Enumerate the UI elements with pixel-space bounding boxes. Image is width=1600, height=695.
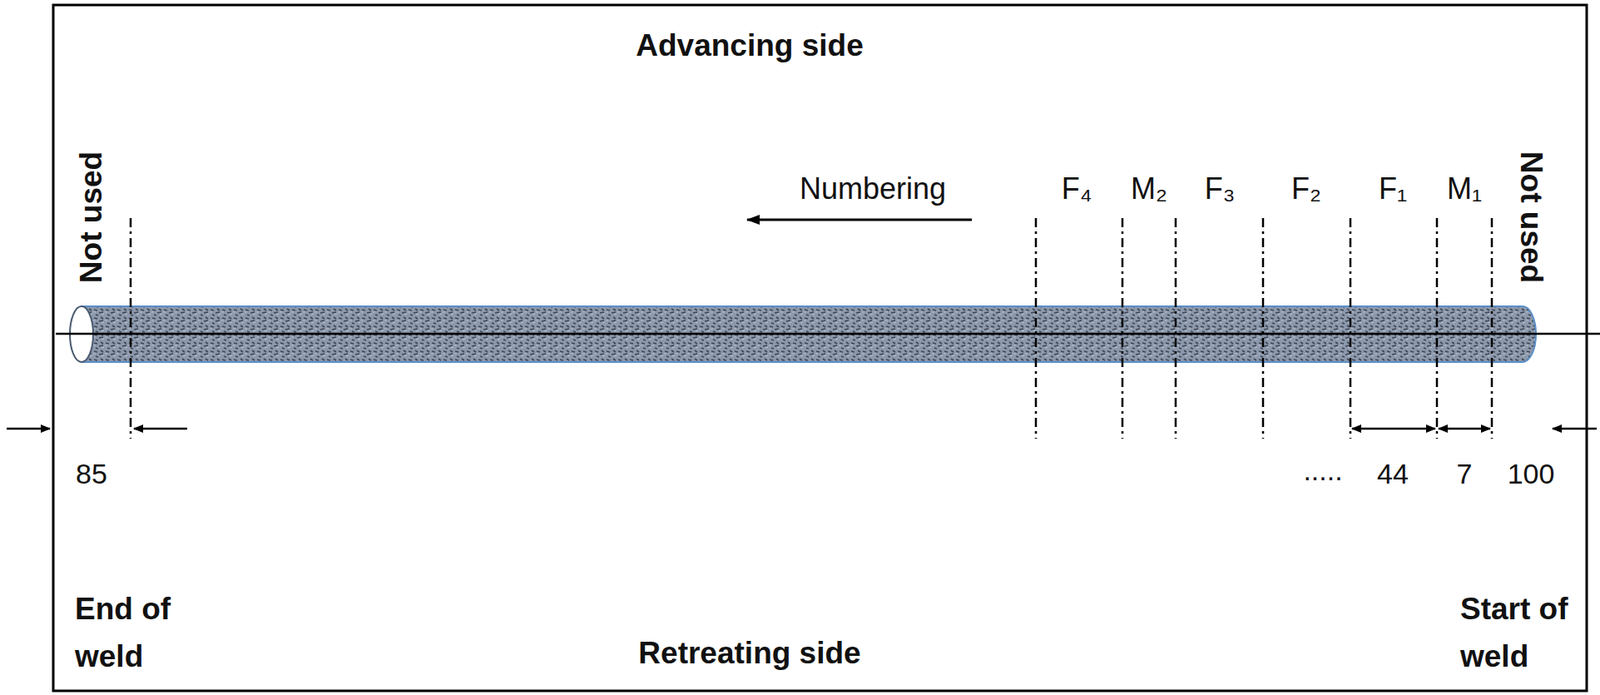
- continuation-dots: .....: [1302, 454, 1343, 487]
- specimen-label: F₁: [1378, 171, 1407, 206]
- frame: [53, 4, 1587, 691]
- side-label: Advancing side: [635, 28, 863, 65]
- specimen-label: F₄: [1061, 171, 1093, 206]
- specimen-label: F₂: [1291, 171, 1322, 206]
- unused-zone-label: Not used: [74, 151, 110, 283]
- weld-start-label: Start of weld: [1460, 584, 1586, 681]
- cut-lines: [130, 217, 1492, 439]
- numbering-arrow: [747, 218, 972, 222]
- dimension-arrows: [6, 427, 1597, 431]
- dimension-value: 100: [1507, 457, 1556, 491]
- dimension-value: 44: [1377, 457, 1409, 491]
- dimension-value: 7: [1456, 457, 1473, 491]
- centre-line: [55, 332, 1600, 336]
- weld-end-label: End of weld: [74, 584, 192, 681]
- direction-label: Numbering: [799, 171, 947, 206]
- specimen-label: M₂: [1130, 171, 1168, 206]
- unused-zone-label: Not used: [1513, 151, 1550, 283]
- specimen-label: F₃: [1204, 171, 1236, 206]
- specimen-label: M₁: [1446, 171, 1482, 206]
- dimension-value: 85: [75, 457, 108, 491]
- side-label: Retreating side: [638, 635, 861, 672]
